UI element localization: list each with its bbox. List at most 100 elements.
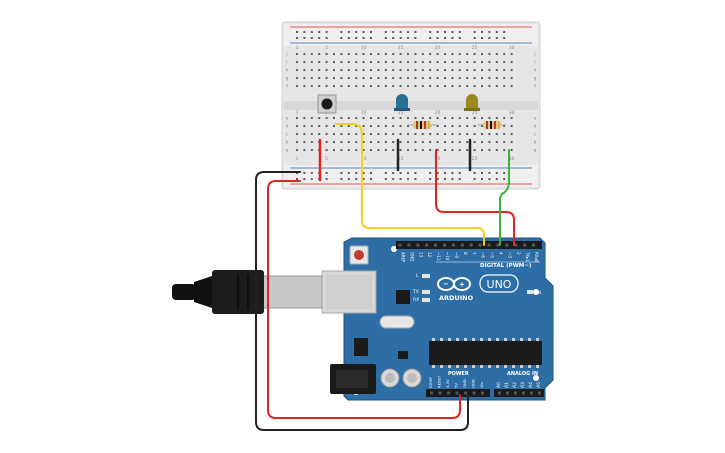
mounting-hole	[391, 246, 397, 252]
push-button[interactable]	[317, 94, 337, 114]
arduino-logo: − +	[437, 277, 471, 291]
digital-pin-label: 4	[498, 252, 503, 255]
analog-pin-label: A2	[512, 382, 518, 388]
wires	[255, 123, 515, 431]
breadboard-top-rail	[284, 24, 538, 46]
power-pin-label: GND	[471, 379, 476, 388]
digital-pin-label: ~3	[507, 252, 512, 258]
power-pin-label: IOREF	[428, 377, 433, 388]
wire-red-5v	[267, 180, 461, 419]
digital-pin-label: 13	[418, 252, 423, 258]
power-pin-label: 3.3V	[445, 379, 450, 388]
row-letter: j	[285, 52, 287, 58]
led-l-label: L	[416, 273, 419, 279]
digital-header-pins	[398, 243, 535, 247]
digital-pin-label: AREF	[401, 252, 406, 263]
digital-pin-label: 2	[516, 252, 521, 255]
svg-text:+: +	[459, 281, 465, 289]
power-header-label: POWER	[448, 371, 469, 377]
reset-button[interactable]	[354, 250, 364, 260]
column-number: 20	[435, 45, 441, 51]
column-number: 25	[472, 156, 478, 162]
analog-pin-label: A1	[504, 382, 510, 388]
wire-green	[499, 149, 510, 246]
digital-pin-label: ~10	[445, 252, 450, 261]
column-number: 10	[361, 156, 367, 162]
digital-pin-label: RX◂0	[534, 252, 539, 263]
breadboard-bottom-rail	[284, 165, 538, 187]
power-pin-label: RESET	[437, 375, 442, 388]
breadboard-holes	[296, 31, 513, 180]
column-number: 25	[472, 45, 478, 51]
row-letter: f	[534, 84, 536, 90]
voltage-regulator	[354, 338, 368, 356]
power-pin-label: 5V	[454, 383, 459, 388]
row-letter: g	[286, 77, 289, 82]
usb-cable	[172, 270, 323, 314]
analog-pin-label: A4	[528, 382, 534, 388]
analog-pin-label: A3	[520, 382, 526, 388]
mounting-hole	[533, 375, 539, 381]
row-letter: a	[534, 149, 537, 154]
row-letter: a	[286, 149, 289, 154]
digital-pin-label: ~5	[490, 252, 495, 258]
led-blue	[394, 94, 410, 111]
row-letter: c	[286, 133, 289, 138]
row-letter: i	[286, 60, 287, 66]
column-number: 1	[296, 156, 299, 162]
crystal-oscillator	[379, 315, 415, 329]
usb-plug-metal	[261, 275, 323, 309]
wire-yellow	[335, 123, 485, 246]
digital-pin-label: 8	[463, 252, 468, 255]
digital-header	[396, 241, 542, 249]
column-number: 10	[361, 45, 367, 51]
model-badge	[479, 274, 519, 293]
column-number: 30	[509, 45, 515, 51]
row-letter: h	[534, 68, 537, 74]
power-pin-label: GND	[462, 379, 467, 388]
model-label: UNO	[487, 278, 512, 291]
brand-label: ARDUINO	[439, 294, 474, 302]
wire-black-ground	[255, 171, 469, 431]
digital-pin-label: GND	[409, 252, 414, 261]
row-letter: h	[286, 68, 289, 74]
breadboard-center-channel	[284, 101, 538, 110]
analog-header-label: ANALOG IN	[507, 371, 538, 377]
row-letter: j	[533, 52, 535, 58]
column-number: 20	[435, 110, 441, 116]
resistor-2	[478, 121, 506, 129]
analog-header	[494, 389, 544, 397]
column-number: 25	[472, 110, 478, 116]
column-number: 1	[296, 110, 299, 116]
power-led-label: ON	[534, 290, 541, 296]
led-tx-label: TX	[412, 289, 419, 295]
column-number: 30	[509, 156, 515, 162]
row-letter: c	[534, 133, 537, 138]
column-number: 20	[435, 156, 441, 162]
analog-pin-label: A0	[496, 382, 502, 388]
row-letter: d	[286, 124, 289, 130]
digital-pin-label: TX▸1	[525, 251, 530, 262]
row-letter: e	[286, 117, 289, 122]
column-number: 1	[296, 45, 299, 51]
led-rx-label: RX	[413, 297, 419, 303]
breadboard-column-labels: 111555101010151515202020252525303030	[296, 45, 515, 162]
resistor-1	[408, 121, 436, 129]
svg-text:−: −	[443, 280, 449, 288]
column-number: 5	[325, 45, 328, 51]
row-letter: b	[534, 140, 537, 146]
digital-pin-label: ~11	[436, 252, 441, 261]
column-number: 10	[361, 110, 367, 116]
column-number: 15	[398, 45, 404, 51]
column-number: 15	[398, 110, 404, 116]
mounting-hole	[533, 289, 539, 295]
usb-chip	[396, 290, 410, 304]
analog-pin-label: A5	[536, 382, 542, 388]
row-letter: b	[286, 140, 289, 146]
